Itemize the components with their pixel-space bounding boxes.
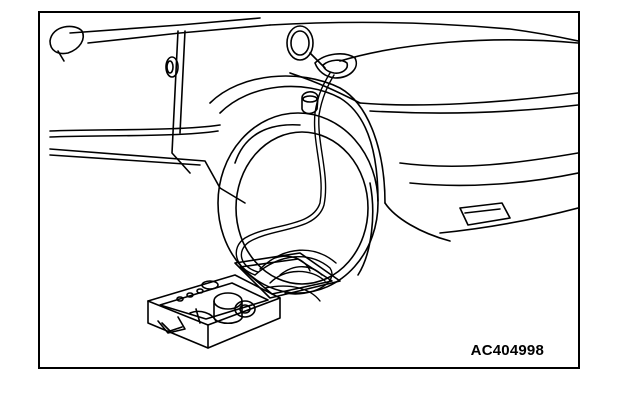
car-diagram-svg (49, 17, 578, 349)
figure-code: AC404998 (470, 342, 544, 359)
rear-wheel (217, 112, 379, 294)
tester-case (147, 252, 341, 349)
car-body (49, 17, 578, 242)
illustration-frame: AC404998 (38, 11, 580, 369)
fuel-filler (286, 25, 357, 115)
